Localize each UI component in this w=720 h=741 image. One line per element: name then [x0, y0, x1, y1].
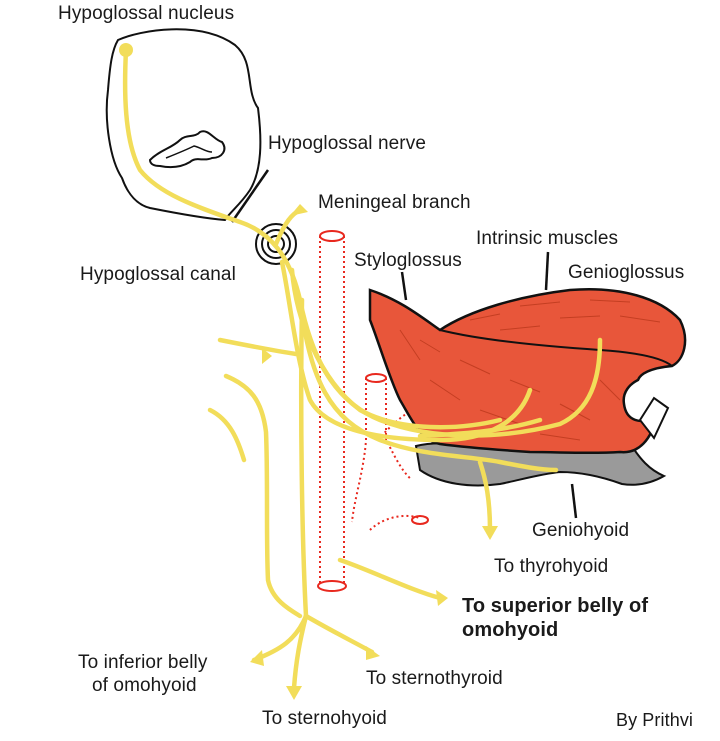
- label-hypoglossal-nucleus: Hypoglossal nucleus: [58, 3, 235, 24]
- label-to-superior-belly: To superior belly of omohyoid: [462, 594, 648, 642]
- label-styloglossus: Styloglossus: [354, 250, 462, 271]
- label-intrinsic-muscles: Intrinsic muscles: [476, 228, 619, 249]
- label-meningeal-branch: Meningeal branch: [318, 192, 471, 213]
- label-to-thyrohyoid: To thyrohyoid: [494, 556, 609, 577]
- label-to-superior-belly-line2: omohyoid: [462, 619, 559, 641]
- hypoglossal-canal-rings: [255, 223, 297, 265]
- label-to-inferior-belly: To inferior belly of omohyoid: [78, 652, 207, 698]
- olivary-outline: [148, 130, 226, 169]
- nerves: [122, 47, 603, 691]
- label-geniohyoid: Geniohyoid: [532, 520, 630, 541]
- label-to-sternohyoid: To sternohyoid: [262, 708, 387, 729]
- tongue-muscle: [368, 288, 687, 455]
- credit-text: By Prithvi: [616, 710, 694, 730]
- arrowheads: [250, 204, 498, 700]
- label-to-inferior-belly-line2: of omohyoid: [92, 674, 197, 696]
- label-hypoglossal-nerve: Hypoglossal nerve: [268, 133, 427, 154]
- label-to-inferior-belly-line1: To inferior belly: [78, 652, 208, 673]
- olivary-inner: [165, 145, 213, 159]
- label-genioglossus: Genioglossus: [568, 262, 685, 283]
- label-to-superior-belly-line1: To superior belly of: [462, 595, 649, 617]
- mandible-piece: [638, 396, 670, 440]
- label-hypoglossal-canal: Hypoglossal canal: [80, 264, 236, 285]
- intrinsic-muscle-line: [439, 329, 673, 367]
- hypoglossal-nucleus-dot: [119, 43, 133, 57]
- label-to-sternothyroid: To sternothyroid: [366, 668, 503, 689]
